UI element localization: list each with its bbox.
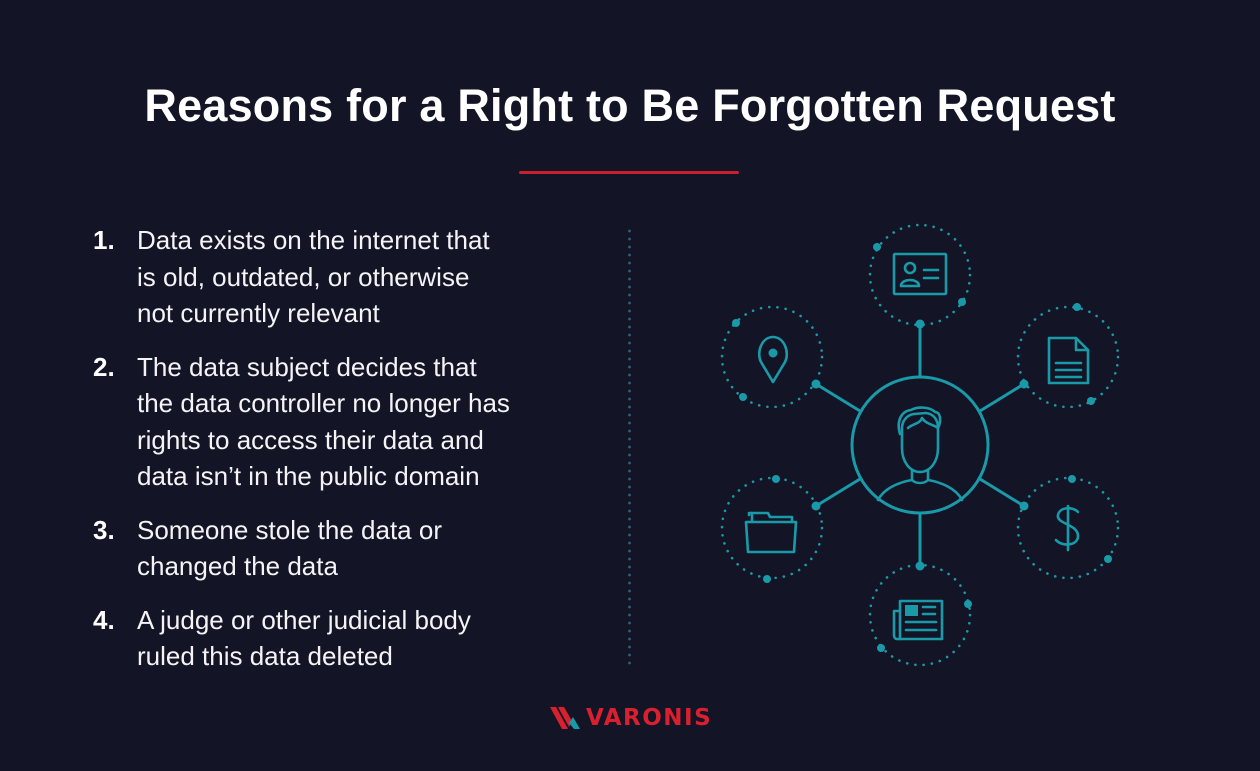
title-underline: [519, 171, 739, 174]
reason-text: A judge or other judicial body ruled thi…: [137, 604, 471, 672]
logo-wordmark: VARONIS: [586, 705, 713, 731]
reason-text: The data subject decides that the data c…: [137, 351, 510, 492]
reason-text: Data exists on the internet that is old,…: [137, 225, 490, 328]
page-title: Reasons for a Right to Be Forgotten Requ…: [144, 80, 1116, 131]
dotted-divider: [628, 227, 631, 667]
reasons-list: 1. Data exists on the internet that is o…: [93, 222, 603, 692]
reason-item: 3. Someone stole the data or changed the…: [93, 512, 603, 585]
reason-number: 3.: [93, 514, 115, 545]
data-hub-diagram: [720, 223, 1120, 667]
reason-number: 1.: [93, 225, 115, 255]
reason-item: 2. The data subject decides that the dat…: [93, 349, 603, 495]
newspaper-icon: [892, 599, 944, 641]
varonis-mark-icon: [550, 707, 580, 729]
folder-icon: [744, 511, 798, 554]
dollar-icon: [1054, 504, 1080, 552]
reason-number: 4.: [93, 604, 115, 635]
id-card-icon: [892, 252, 948, 296]
reason-item: 4. A judge or other judicial body ruled …: [93, 602, 603, 675]
person-icon: [876, 406, 964, 502]
reason-item: 1. Data exists on the internet that is o…: [93, 222, 603, 332]
varonis-logo: VARONIS: [548, 705, 712, 731]
location-pin-icon: [757, 335, 789, 384]
reason-number: 2.: [93, 351, 115, 382]
document-icon: [1047, 336, 1090, 385]
reason-text: Someone stole the data or changed the da…: [137, 514, 442, 582]
